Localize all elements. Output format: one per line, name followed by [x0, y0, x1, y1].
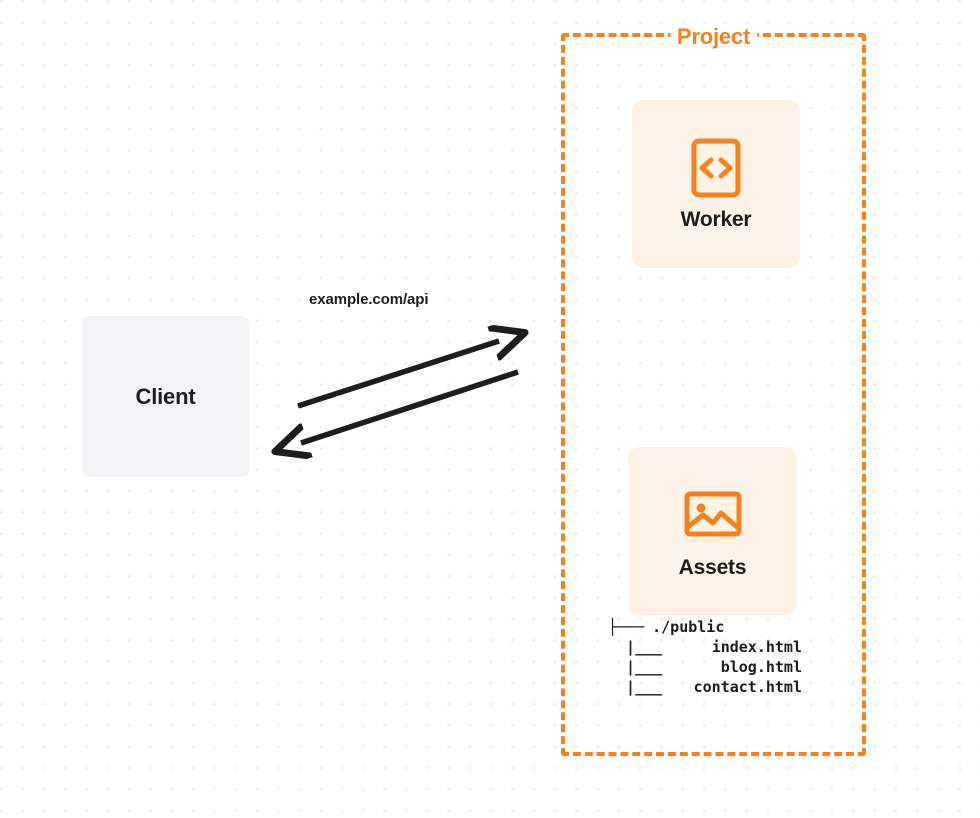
project-title: Project — [669, 24, 758, 50]
file-tree-row: |___ index.html — [608, 637, 802, 657]
file-tree-row: ├─── ./public — [608, 617, 802, 637]
file-tree-branch: ├─── — [608, 618, 645, 636]
assets-node-label: Assets — [678, 556, 747, 579]
file-tree-row: |___ contact.html — [608, 677, 802, 697]
file-tree-name: ./public — [652, 618, 725, 636]
edge-label: example.com/api — [309, 291, 429, 308]
client-node[interactable]: Client — [82, 316, 249, 477]
assets-file-tree: ├─── ./public |___ index.html |___ blog.… — [608, 617, 802, 697]
client-node-label: Client — [135, 383, 196, 409]
image-icon — [684, 491, 741, 537]
file-tree-branch: |___ — [608, 658, 663, 676]
project-container: Project — [561, 24, 866, 756]
worker-node-label: Worker — [680, 208, 752, 231]
file-tree-branch: |___ — [608, 678, 663, 696]
assets-node[interactable]: Assets — [628, 447, 797, 615]
file-tree-branch: |___ — [608, 638, 663, 656]
response-arrow — [301, 369, 519, 443]
code-brackets-icon — [691, 138, 741, 198]
file-tree-name: blog.html — [720, 658, 802, 676]
request-arrow — [297, 341, 499, 409]
file-tree-name: contact.html — [693, 678, 802, 696]
worker-node[interactable]: Worker — [632, 100, 800, 268]
file-tree-name: index.html — [711, 638, 802, 656]
file-tree-row: |___ blog.html — [608, 657, 802, 677]
